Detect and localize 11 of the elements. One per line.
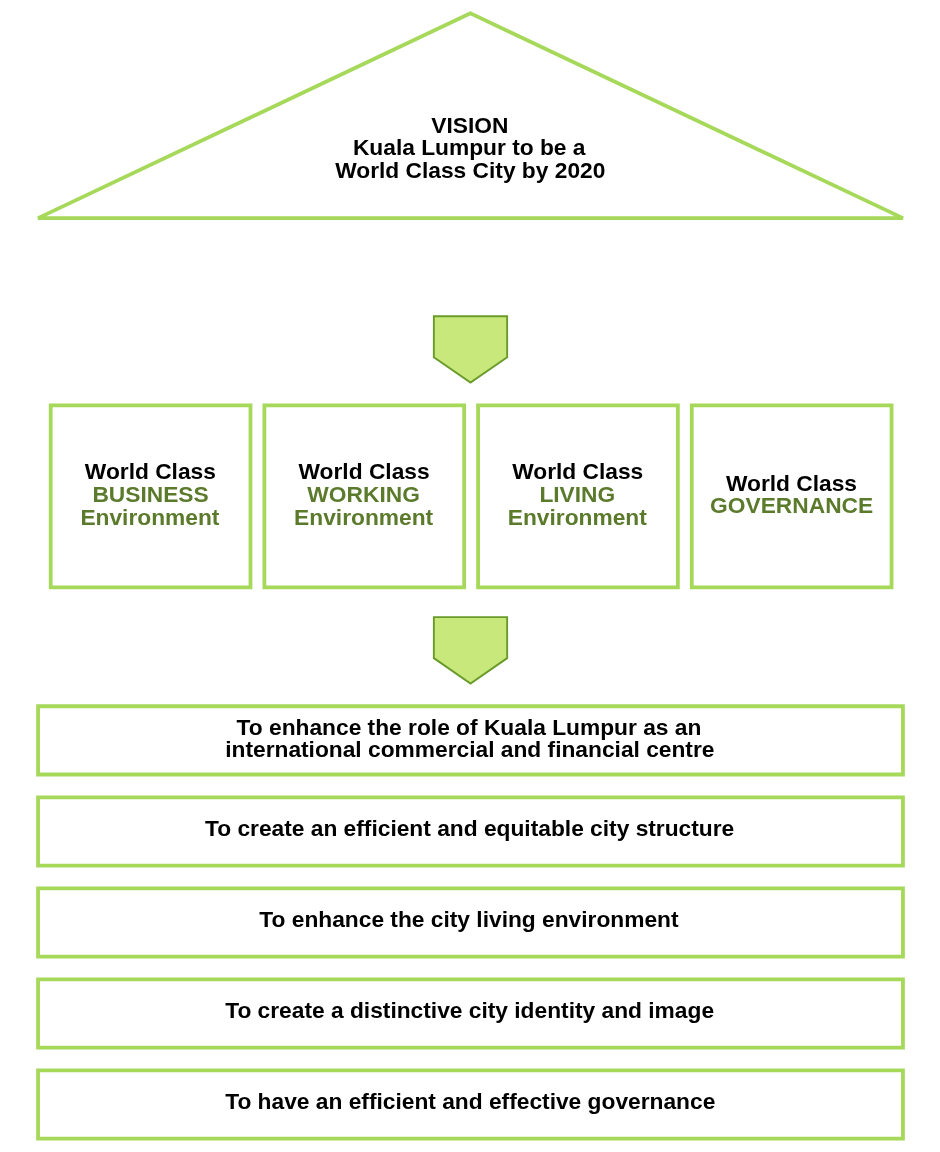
node-box: To enhance the role of Kuala Lumpur as an international commercial and financial centre [35,704,905,777]
node-box: World Class WORKING Environment [262,403,466,590]
node-box: To enhance the city living environment [35,886,905,959]
node-arrow [432,616,508,685]
node-box: To create a distinctive city identity and image [35,977,905,1050]
node-box: World Class GOVERNANCE [689,403,893,590]
node-box: World Class LIVING Environment [475,403,680,590]
node-arrow [432,315,508,384]
node-box: To create an efficient and equitable city structure [35,795,905,868]
node-box: To have an efficient and effective governance [35,1068,905,1141]
node-box: World Class BUSINESS Environment [48,403,252,590]
